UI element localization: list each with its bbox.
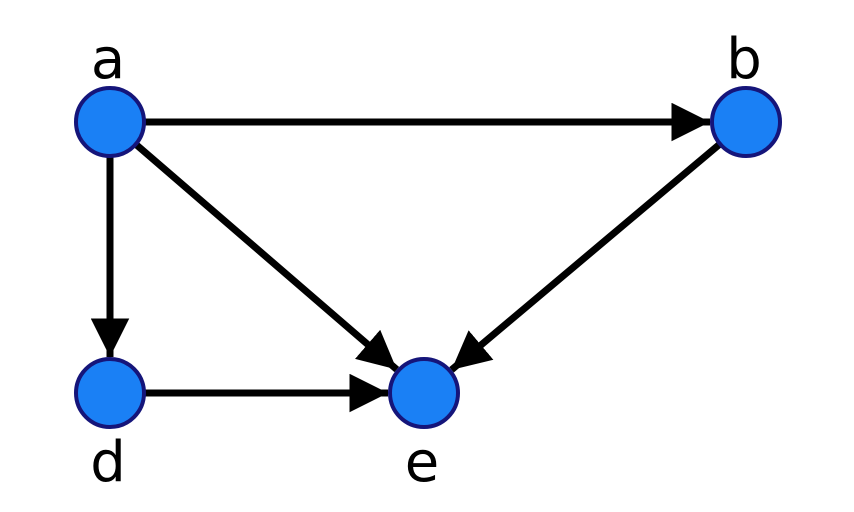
node-e — [388, 357, 460, 429]
edge-b-to-e — [449, 141, 723, 373]
edge-a-to-e — [133, 141, 400, 373]
node-label-e: e — [405, 430, 439, 495]
node-b — [710, 86, 782, 158]
node-label-b: b — [726, 27, 762, 92]
node-label-d: d — [90, 430, 126, 495]
node-d — [74, 357, 146, 429]
nodes-layer: a b d e — [74, 27, 782, 495]
node-label-a: a — [91, 27, 125, 92]
edges-layer — [90, 102, 723, 413]
node-a — [74, 86, 146, 158]
